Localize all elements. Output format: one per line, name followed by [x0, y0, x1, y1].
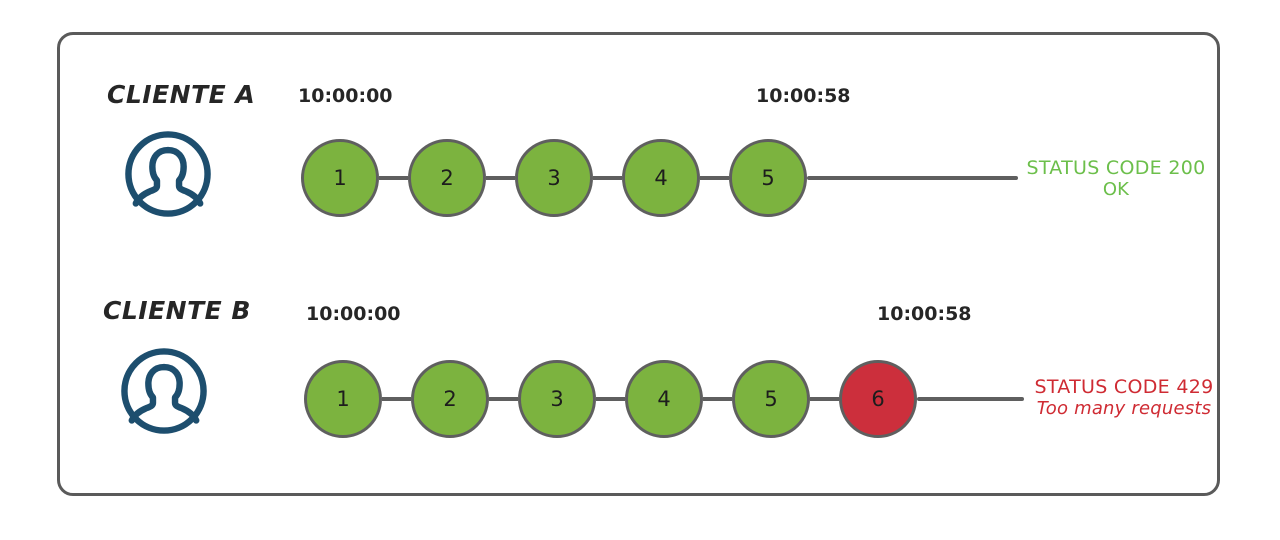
request-node[interactable]: 3	[515, 139, 593, 217]
request-node[interactable]: 1	[304, 360, 382, 438]
request-node[interactable]: 5	[732, 360, 810, 438]
status-message-line: OK	[1102, 179, 1130, 200]
client-b-label: CLIENTE B	[103, 296, 251, 325]
status-message-line: Too many requests	[1036, 398, 1212, 419]
connector	[810, 397, 839, 401]
client-b-request-chain: 1 2 3 4 5 6	[304, 360, 1034, 446]
connector	[382, 397, 411, 401]
client-a-start-time: 10:00:00	[298, 85, 393, 107]
connector	[700, 176, 729, 180]
connector	[596, 397, 625, 401]
request-node[interactable]: 1	[301, 139, 379, 217]
client-b-tail-line	[917, 397, 1024, 401]
client-a-status-badge: STATUS CODE 200 OK	[1026, 157, 1206, 200]
connector	[593, 176, 622, 180]
client-a-tail-line	[807, 176, 1018, 180]
user-avatar-icon	[122, 128, 214, 220]
connector	[379, 176, 408, 180]
client-b-status-badge: STATUS CODE 429 Too many requests	[1026, 376, 1222, 419]
connector	[703, 397, 732, 401]
user-avatar-icon	[118, 345, 210, 437]
status-code-line: STATUS CODE 429	[1034, 376, 1214, 398]
client-a-end-time: 10:00:58	[756, 85, 851, 107]
request-node[interactable]: 2	[411, 360, 489, 438]
connector	[486, 176, 515, 180]
status-code-line: STATUS CODE 200	[1026, 157, 1206, 179]
request-node[interactable]: 3	[518, 360, 596, 438]
request-node-blocked[interactable]: 6	[839, 360, 917, 438]
request-node[interactable]: 4	[625, 360, 703, 438]
client-a-request-chain: 1 2 3 4 5	[301, 139, 1021, 225]
client-b-start-time: 10:00:00	[306, 303, 401, 325]
client-b-end-time: 10:00:58	[877, 303, 972, 325]
request-node[interactable]: 4	[622, 139, 700, 217]
connector	[489, 397, 518, 401]
request-node[interactable]: 5	[729, 139, 807, 217]
client-a-label: CLIENTE A	[107, 80, 256, 109]
request-node[interactable]: 2	[408, 139, 486, 217]
